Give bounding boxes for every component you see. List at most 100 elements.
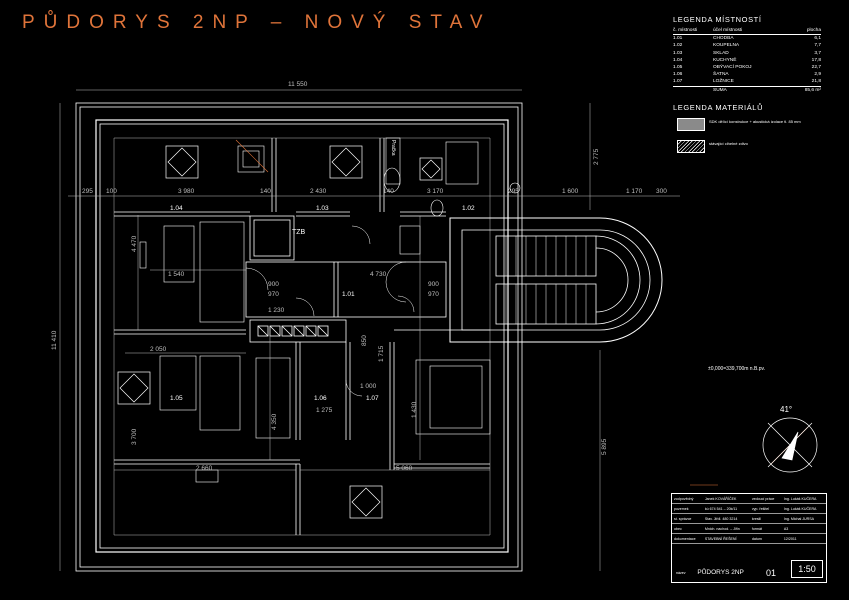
dim-4350: 4 350 xyxy=(271,413,278,430)
col-area: plocha xyxy=(788,27,821,36)
dim-1430: 1 430 xyxy=(411,401,418,418)
dim-2660: 2 660 xyxy=(196,465,213,472)
doors xyxy=(245,225,415,397)
tb-key: kreslil xyxy=(749,513,782,524)
room-use: KUCHYNĚ xyxy=(713,57,737,63)
tb-value: A3 xyxy=(781,523,826,534)
room-use: CHODBA xyxy=(713,36,734,42)
rooms-legend-header: č. místnosti účel místnosti plocha xyxy=(673,27,821,36)
room-label-1-07: 1.07 xyxy=(366,395,379,402)
room-row: 1.04 KUCHYNĚ 17,8 xyxy=(673,57,821,64)
sum-value: 85,6 m² xyxy=(788,85,821,94)
room-use: SKLAD xyxy=(713,50,729,56)
dimension-texts: 11 550 11 410 295 100 3 980 140 2 430 14… xyxy=(51,81,667,472)
sum-spacer xyxy=(673,85,713,94)
room-label-1-04: 1.04 xyxy=(170,205,183,212)
rooms-legend-heading: LEGENDA MÍSTNOSTÍ xyxy=(673,15,762,24)
dim-4470: 4 470 xyxy=(131,235,138,252)
tb-value: kú 674 541 – 20k/11 xyxy=(702,503,750,514)
room-area: 2,9 xyxy=(814,72,821,78)
room-use: ŠATNA xyxy=(713,72,729,78)
dim-total-width: 11 550 xyxy=(288,81,308,88)
dimension-lines xyxy=(59,89,680,571)
tb-value: Ing. Michal JURSA xyxy=(781,513,826,524)
dim-300: 300 xyxy=(656,188,667,195)
level-note: ±0,000=339,700m n.B.pv. xyxy=(708,366,765,372)
dim-900-b: 900 xyxy=(428,281,439,288)
room-use: LOŽNICE xyxy=(713,79,734,85)
room-area: 3,7 xyxy=(814,50,821,56)
tb-value: Ing. Lukáš KUČERA xyxy=(781,503,826,514)
dim-1540: 1 540 xyxy=(168,271,185,278)
dim-total-height: 11 410 xyxy=(51,330,58,350)
tb-value: 12/2011 xyxy=(781,533,826,544)
col-no: č. místnosti xyxy=(673,27,713,36)
material-text: stávající cihelné zdivo xyxy=(709,141,748,146)
room-row: 1.03 SKLAD 3,7 xyxy=(673,50,821,57)
dim-140-a: 140 xyxy=(260,188,271,195)
room-row: 1.02 KOUPELNA 7,7 xyxy=(673,42,821,49)
dim-4730: 4 730 xyxy=(370,271,387,278)
dim-1275: 1 275 xyxy=(316,407,333,414)
room-no: 1.04 xyxy=(673,57,683,63)
dim-1170: 1 170 xyxy=(626,188,643,195)
dim-295: 295 xyxy=(82,188,93,195)
stair-treads xyxy=(505,236,587,324)
room-no: 1.02 xyxy=(673,43,683,49)
drawing-label: název xyxy=(676,571,686,575)
dim-2050: 2 050 xyxy=(150,346,167,353)
room-no: 1.05 xyxy=(673,65,683,71)
tb-key: pozemek xyxy=(672,503,703,514)
dim-2775: 2 775 xyxy=(593,148,600,165)
tb-key: formát xyxy=(749,523,782,534)
dim-3170: 3 170 xyxy=(427,188,444,195)
dim-100: 100 xyxy=(106,188,117,195)
skylights xyxy=(117,145,443,519)
tb-value: Stav. Jiřdl. 480 3214 xyxy=(702,513,750,524)
dim-1230: 1 230 xyxy=(268,307,285,314)
plan-linework xyxy=(75,102,663,572)
dim-970-b: 970 xyxy=(428,291,439,298)
north-arrow-icon xyxy=(762,417,818,473)
tb-key: dokumentace xyxy=(672,533,703,544)
room-label-1-02: 1.02 xyxy=(462,205,475,212)
room-use: KOUPELNA xyxy=(713,43,740,49)
furniture xyxy=(139,137,521,483)
room-area: 6,1 xyxy=(814,36,821,42)
dim-2430: 2 430 xyxy=(310,188,327,195)
room-label-1-05: 1.05 xyxy=(170,395,183,402)
drawing-name-text: PŮDORYS 2NP xyxy=(697,569,744,576)
tzb-label: TZB xyxy=(292,229,306,236)
room-area: 7,7 xyxy=(814,43,821,49)
rooms-sum-row: SUMA 85,6 m² xyxy=(673,85,821,94)
room-area: 21,8 xyxy=(811,79,821,85)
material-swatch-sdk xyxy=(677,118,705,131)
pracka-label: Pračka xyxy=(390,140,396,156)
room-no: 1.03 xyxy=(673,50,683,56)
room-area: 17,8 xyxy=(811,57,821,63)
room-labels: 1.04 1.03 1.02 1.01 1.05 1.06 1.07 TZB P… xyxy=(170,140,475,402)
material-swatch-brick xyxy=(677,140,705,153)
room-label-1-03: 1.03 xyxy=(316,205,329,212)
sheet-number: 01 xyxy=(766,568,777,578)
tb-key: zodpovědný xyxy=(672,494,703,504)
dim-1000: 1 000 xyxy=(360,383,377,390)
scale-box: 1:50 xyxy=(791,560,823,578)
core-cells xyxy=(257,325,329,337)
materials-legend-heading: LEGENDA MATERIÁLŮ xyxy=(673,103,764,112)
drawing-title: PŮDORYS 2NP – NOVÝ STAV xyxy=(22,12,492,33)
sum-label: SUMA xyxy=(713,85,789,94)
tb-value: STAVEBNÍ ŘEŠENÍ xyxy=(702,533,750,544)
inner-wall xyxy=(95,119,509,553)
tb-key: st. správce xyxy=(672,513,703,524)
dim-3700: 3 700 xyxy=(131,428,138,445)
